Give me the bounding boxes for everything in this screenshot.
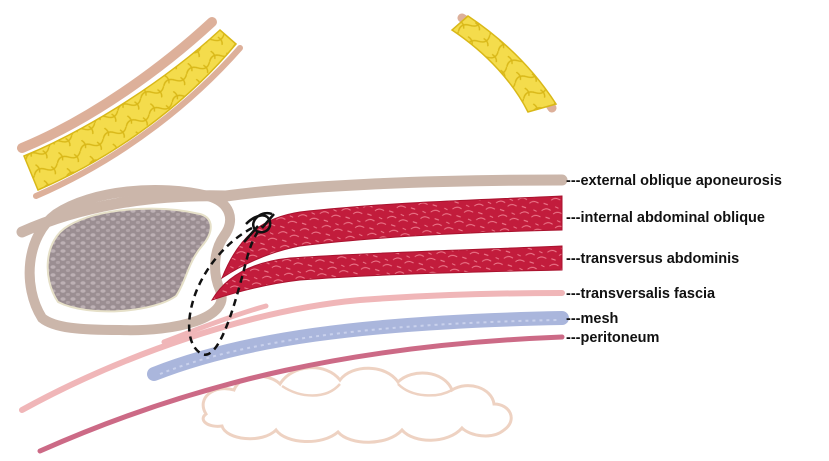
internal-oblique-muscle (220, 195, 563, 280)
external-oblique-aponeurosis-layer (16, 174, 568, 238)
label-internal-abdominal-oblique: ---internal abdominal oblique (566, 210, 765, 226)
subcutaneous-fat-left (23, 28, 238, 191)
skin-left (17, 17, 217, 153)
label-transversalis-fascia: ---transversalis fascia (566, 286, 716, 302)
peritoneum-layer (37, 334, 565, 454)
subcutaneous-fat-right (450, 15, 558, 113)
mesh-layer (147, 311, 569, 381)
transversalis-fascia-layer (19, 290, 565, 413)
transversalis-fascia-flap (161, 303, 269, 345)
spermatic-cord (46, 207, 212, 313)
suture-tail (243, 213, 275, 243)
label-external-oblique-aponeurosis: ---external oblique aponeurosis (566, 173, 782, 189)
suture-knot-icon (245, 211, 273, 234)
bowel-loops (201, 366, 513, 444)
bowel-inner (281, 383, 453, 397)
label-transversus-abdominis: ---transversus abdominis (566, 251, 739, 267)
fat-border-left (33, 45, 243, 199)
mesh-texture (159, 319, 559, 375)
transversus-abdominis-muscle (210, 245, 563, 301)
suture-loop (187, 225, 263, 356)
label-mesh: ---mesh (566, 311, 618, 327)
label-peritoneum: ---peritoneum (566, 330, 659, 346)
